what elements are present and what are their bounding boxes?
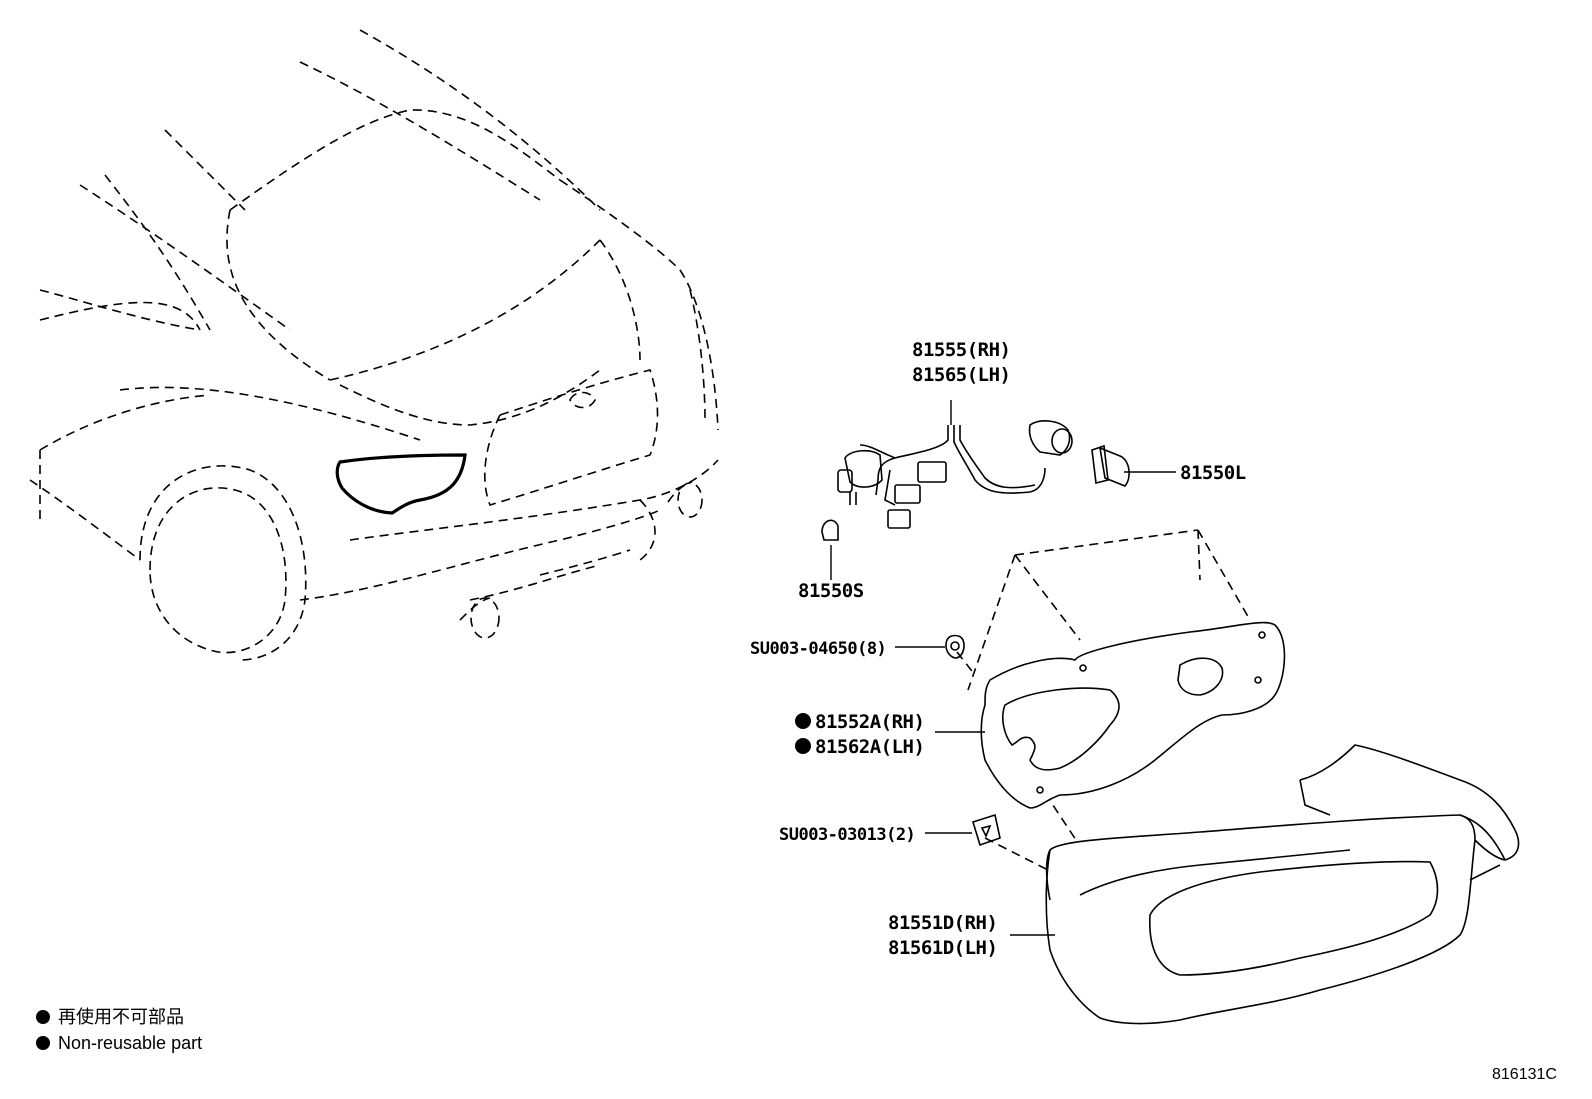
legend: 再使用不可部品 Non-reusable part: [36, 1007, 202, 1053]
tail-lamp-highlight: [335, 453, 467, 515]
reference-code: 816131C: [1492, 1066, 1557, 1083]
bulb-81550s: [821, 519, 839, 541]
clip-icon: [972, 813, 1001, 847]
nut-icon: [945, 634, 965, 659]
legend-bullet: [36, 1036, 50, 1050]
non-reusable-marker: [795, 738, 811, 754]
legend-japanese: 再使用不可部品: [58, 1007, 184, 1027]
label-bulb-81550s: 81550S: [798, 580, 864, 602]
wire-harness: [837, 420, 1073, 529]
label-harness-lh: 81565(LH): [912, 364, 1010, 386]
label-lamp-rh: 81551D(RH): [888, 912, 997, 934]
assembly-lines: [956, 529, 1251, 871]
label-gasket-lh: 81562A(LH): [815, 736, 924, 758]
label-screw-nut: SU003-04650(8): [750, 639, 886, 659]
leader-lines: [830, 400, 1176, 936]
legend-bullet: [36, 1010, 50, 1024]
label-bulb-81550l: 81550L: [1180, 462, 1246, 484]
gasket: [980, 621, 1286, 809]
tail-lamp-assembly: [1045, 744, 1520, 1025]
non-reusable-marker: [795, 713, 811, 729]
label-gasket-rh: 81552A(RH): [815, 711, 924, 733]
label-harness-rh: 81555(RH): [912, 339, 1010, 361]
label-clip: SU003-03013(2): [779, 825, 915, 845]
part-labels: 81555(RH) 81565(LH) 81550L 81550S SU003-…: [750, 339, 1246, 959]
bulb-81550l: [1091, 444, 1130, 487]
label-lamp-lh: 81561D(LH): [888, 937, 997, 959]
legend-english: Non-reusable part: [58, 1033, 202, 1053]
car-rear-illustration: [29, 29, 719, 661]
